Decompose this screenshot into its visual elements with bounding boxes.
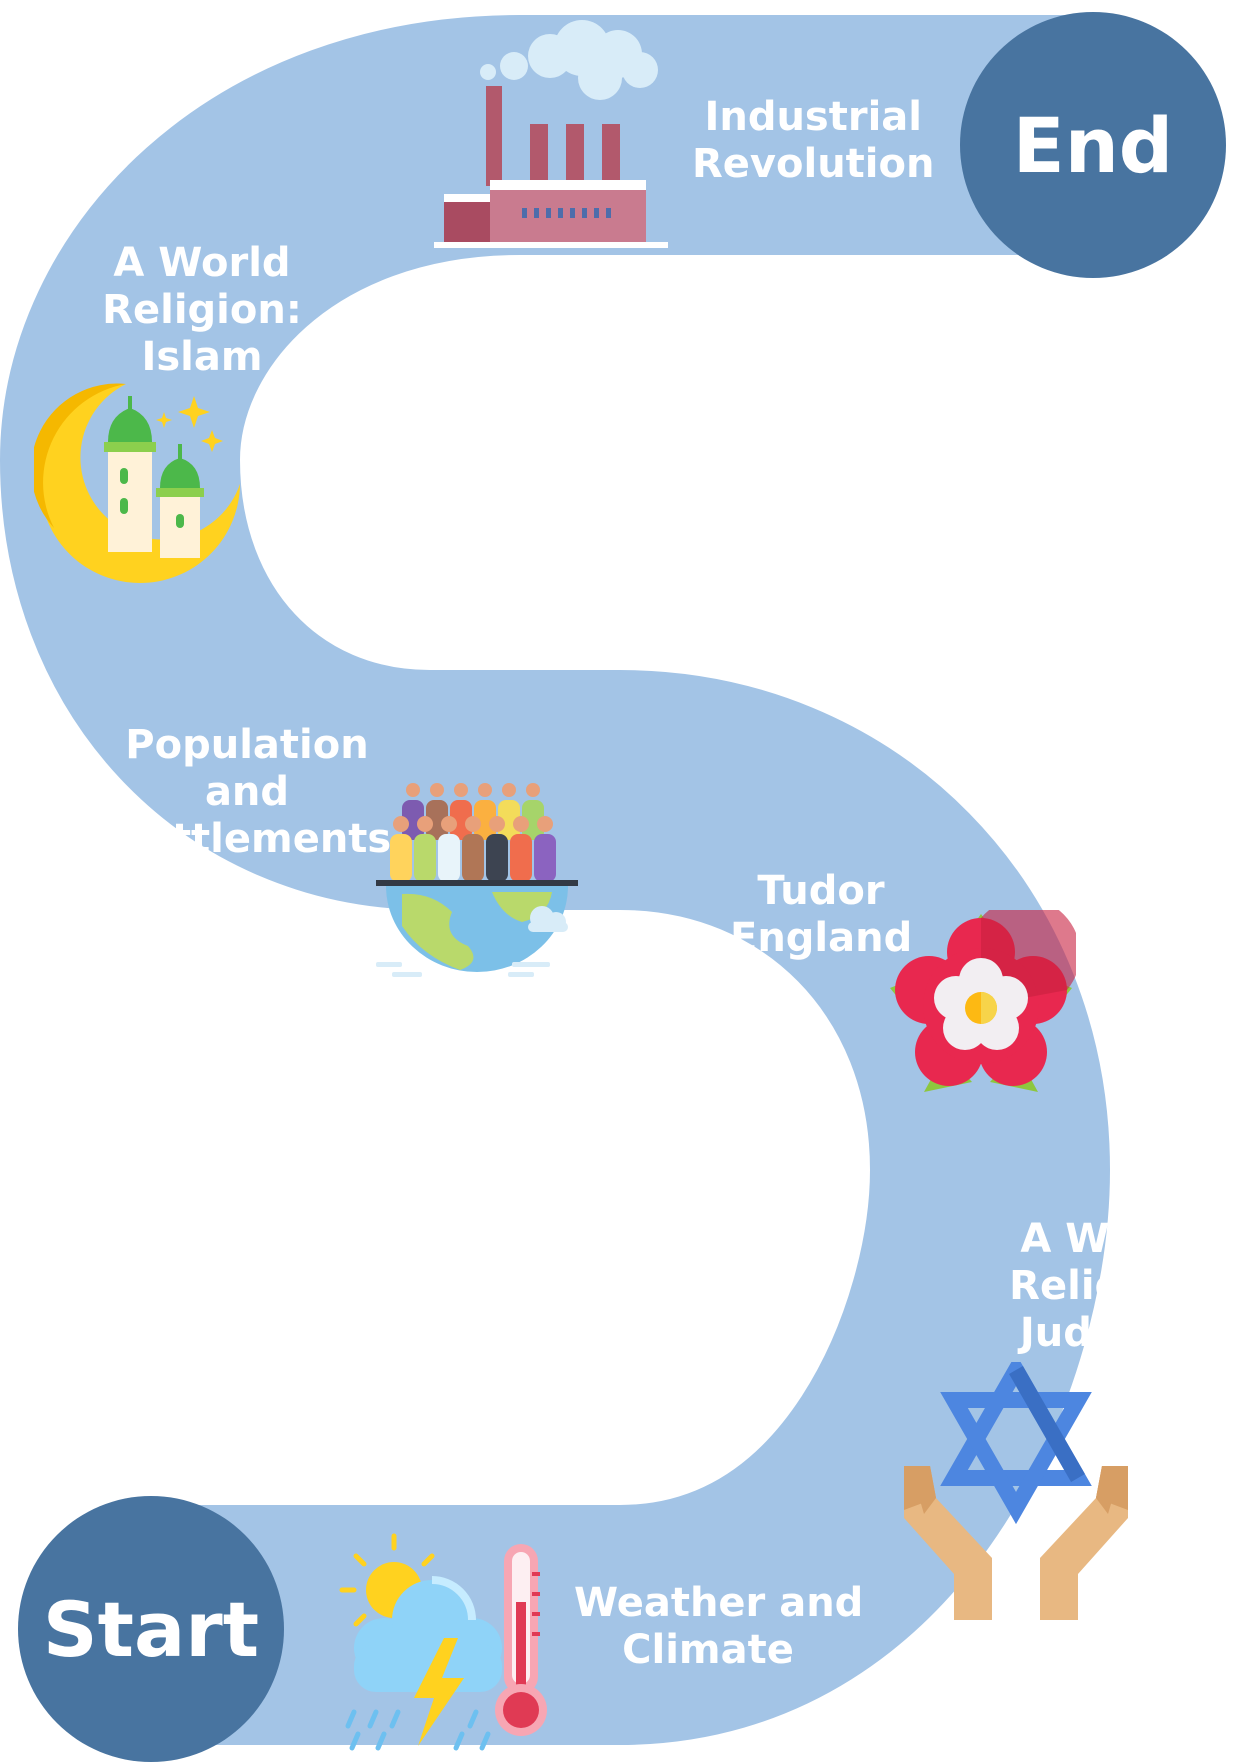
stop-label-weather: Weather and Climate	[574, 1580, 864, 1673]
start-marker: Start	[18, 1496, 284, 1762]
stop-label-industrial-revolution: Industrial Revolution	[692, 94, 935, 187]
stop-label-tudor: Tudor England	[730, 868, 913, 961]
start-label: Start	[42, 1584, 260, 1674]
stop-label-population: Population and Settlements	[116, 722, 392, 862]
stop-label-islam: A World Religion: Islam	[102, 240, 302, 380]
tudor-rose-icon	[890, 910, 1076, 1092]
end-label: End	[1012, 100, 1174, 190]
factory-icon	[434, 20, 668, 248]
stop-label-judaism: A World Religion: Judaism	[1009, 1216, 1209, 1356]
star-of-david-hands-icon	[904, 1362, 1128, 1620]
end-marker: End	[960, 12, 1226, 278]
people-on-globe-icon	[376, 783, 578, 977]
weather-thermometer-icon	[339, 1533, 547, 1751]
crescent-mosque-icon	[34, 383, 241, 584]
